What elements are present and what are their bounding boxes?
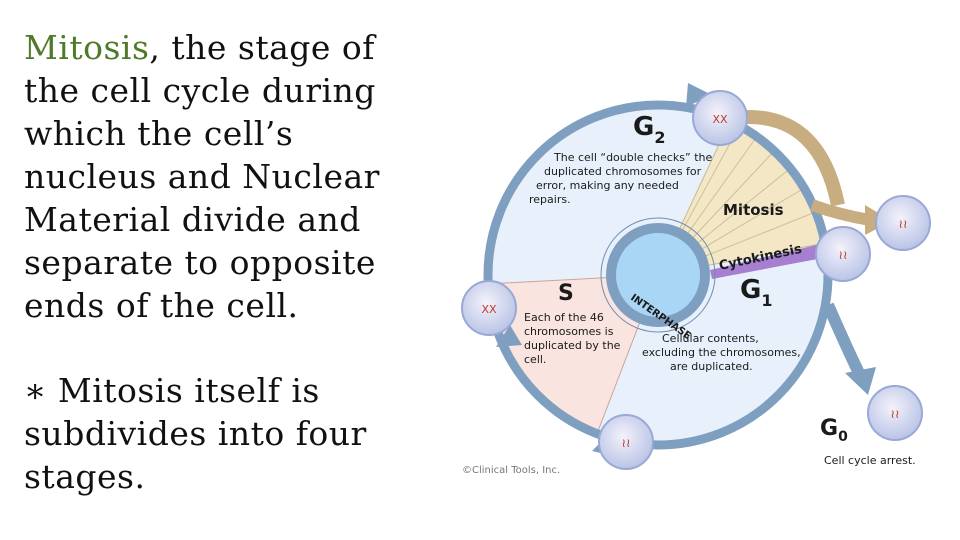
g2-description: The cell “double checks” the duplicated … (529, 151, 716, 206)
cell-mitosis-bottom: ≀≀ (815, 226, 871, 282)
g0-arrowhead (845, 367, 876, 395)
note-paragraph: ∗ Mitosis itself is subdivides into four… (24, 371, 367, 496)
svg-text:≀≀: ≀≀ (839, 248, 848, 262)
mitosis-label: Mitosis (723, 201, 784, 219)
g1-label: G1 (740, 275, 772, 310)
main-text: Mitosis, the stage of the cell cycle dur… (24, 26, 424, 498)
g0-label: G0 (820, 416, 848, 445)
g1-description: Cellular contents, excluding the chromos… (642, 332, 804, 373)
g0-arrow (822, 302, 866, 378)
svg-text:≀≀: ≀≀ (891, 407, 900, 421)
cytokinesis-band (710, 243, 828, 279)
s-description: Each of the 46 chromosomes is duplicated… (524, 311, 624, 366)
nucleus (606, 223, 710, 327)
cell-g2: XX (692, 90, 748, 146)
copyright-text: ©Clinical Tools, Inc. (462, 465, 560, 476)
mitosis-term: Mitosis (24, 28, 150, 67)
ring-arrow-left (496, 325, 522, 347)
g0-description: Cell cycle arrest. (824, 454, 916, 467)
cell-cycle-diagram: XX ≀≀ ≀≀ XX ≀≀ ≀≀ G2 The cell “double ch… (461, 83, 931, 476)
definition-paragraph: Mitosis, the stage of the cell cycle dur… (24, 26, 424, 327)
svg-text:≀≀: ≀≀ (622, 436, 631, 450)
svg-text:XX: XX (481, 303, 497, 316)
definition-text: , the stage of the cell cycle during whi… (24, 28, 380, 325)
cell-mitosis-top: ≀≀ (875, 195, 931, 251)
ring-arrow-top (686, 83, 712, 107)
s-label: S (558, 281, 574, 306)
g2-label: G2 (633, 112, 665, 147)
g2-to-mitosis-arrow (744, 109, 845, 207)
nucleus-outline (600, 217, 716, 333)
svg-text:XX: XX (712, 113, 728, 126)
svg-text:≀≀: ≀≀ (899, 217, 908, 231)
cell-g0: ≀≀ (867, 385, 923, 441)
cell-s: XX (461, 280, 517, 336)
cell-g1: ≀≀ (598, 414, 654, 470)
